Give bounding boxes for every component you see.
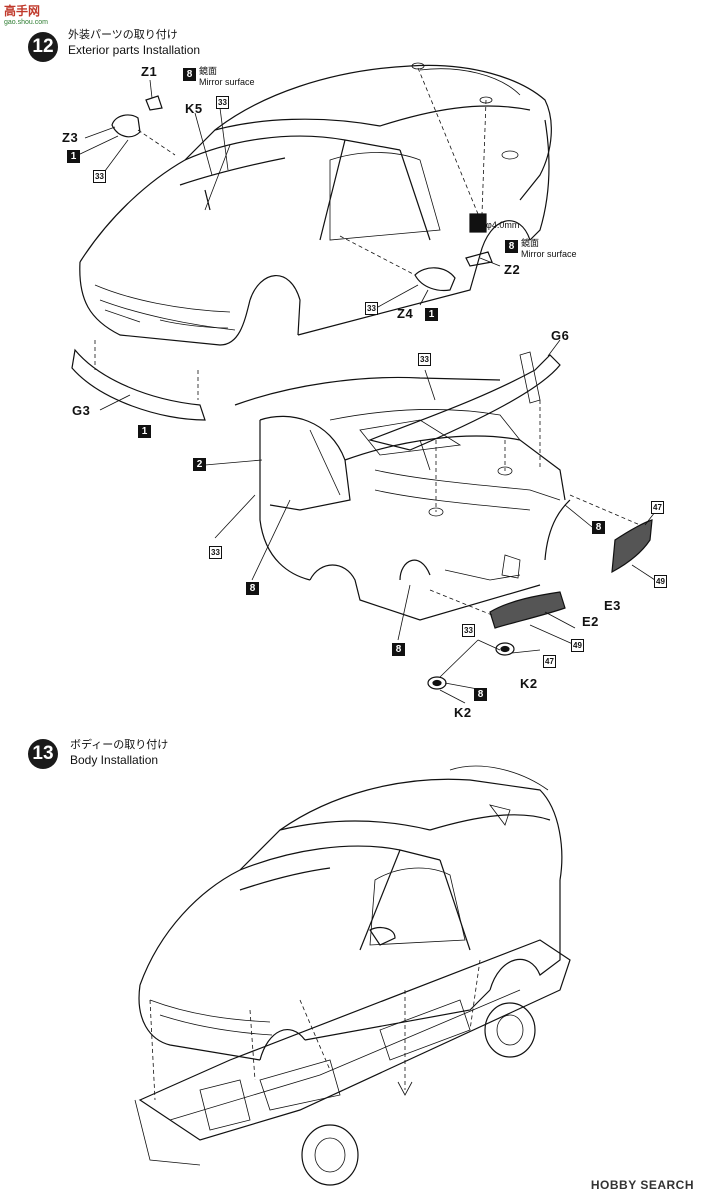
paint-code-33-rear: 33 bbox=[418, 353, 431, 366]
paint-code-1-z4: 1 bbox=[425, 308, 438, 321]
watermark-logo: 高手网 gao.shou.com bbox=[4, 2, 48, 26]
car-front-body-drawing bbox=[79, 62, 552, 346]
paint-code-1-z3: 1 bbox=[67, 150, 80, 163]
part-label-z1: Z1 bbox=[141, 64, 158, 79]
step-13-title-ja: ボディーの取り付け bbox=[70, 739, 169, 751]
paint-code-2-trim: 2 bbox=[193, 458, 206, 471]
mirror-note-2: 鏡面 Mirror surface bbox=[521, 238, 577, 260]
rear-valance-right-drawing bbox=[569, 494, 653, 574]
paint-code-47-e2: 47 bbox=[543, 655, 556, 668]
step-12-number: 12 bbox=[28, 32, 58, 62]
side-mirror-right-drawing bbox=[339, 235, 493, 292]
body-shell-drawing bbox=[138, 765, 563, 1061]
part-label-e3: E3 bbox=[604, 598, 621, 613]
part-label-g3: G3 bbox=[72, 403, 91, 418]
watermark-logo-text: 高手网 bbox=[4, 4, 41, 18]
step-13-number: 13 bbox=[28, 739, 58, 769]
paint-code-8-k2: 8 bbox=[474, 688, 487, 701]
paint-code-1-g3: 1 bbox=[138, 425, 151, 438]
paint-code-49-e2: 49 bbox=[571, 639, 584, 652]
side-mirror-left-drawing bbox=[111, 95, 176, 156]
paint-code-8-side: 8 bbox=[246, 582, 259, 595]
part-label-g6: G6 bbox=[551, 328, 570, 343]
rear-valance-left-drawing bbox=[429, 589, 566, 629]
paint-code-8-right: 8 bbox=[592, 521, 605, 534]
chassis-drawing bbox=[134, 939, 571, 1186]
rear-wing-drawing bbox=[368, 351, 561, 471]
paint-code-8-mirror-2: 8 bbox=[505, 240, 518, 253]
step-13-title: ボディーの取り付け Body Installation bbox=[70, 738, 168, 768]
mirror-note-1-en: Mirror surface bbox=[199, 77, 255, 87]
part-label-e2: E2 bbox=[582, 614, 599, 629]
watermark-logo-sub: gao.shou.com bbox=[4, 19, 48, 26]
part-label-k5: K5 bbox=[185, 101, 203, 116]
exhaust-tip-drawing bbox=[427, 642, 515, 690]
part-label-k2-b: K2 bbox=[454, 705, 472, 720]
part-label-z3: Z3 bbox=[62, 130, 79, 145]
paint-code-49-e3: 49 bbox=[654, 575, 667, 588]
paint-code-33-door: 33 bbox=[209, 546, 222, 559]
mirror-note-2-ja: 鏡面 bbox=[521, 238, 540, 248]
paint-code-33-k2: 33 bbox=[462, 624, 475, 637]
paint-code-8-left: 8 bbox=[392, 643, 405, 656]
step-12-title-en: Exterior parts Installation bbox=[68, 43, 201, 57]
mirror-note-1-ja: 鏡面 bbox=[199, 66, 218, 76]
footer-brand: HOBBY SEARCH bbox=[590, 1178, 694, 1192]
mirror-note-2-en: Mirror surface bbox=[521, 249, 577, 259]
mirror-note-1: 鏡面 Mirror surface bbox=[199, 66, 255, 88]
paint-code-8-mirror-1: 8 bbox=[183, 68, 196, 81]
paint-code-33-z4: 33 bbox=[365, 302, 378, 315]
front-spoiler-drawing bbox=[71, 340, 206, 421]
part-label-k2-a: K2 bbox=[520, 676, 538, 691]
step-12-title: 外装パーツの取り付け Exterior parts Installation bbox=[68, 28, 200, 58]
step-13-title-en: Body Installation bbox=[70, 753, 159, 767]
part-label-z2: Z2 bbox=[504, 262, 521, 277]
paint-code-47-e3: 47 bbox=[651, 501, 664, 514]
car-rear-body-drawing bbox=[234, 376, 571, 621]
step-12-title-ja: 外装パーツの取り付け bbox=[68, 29, 178, 41]
part-label-z4: Z4 bbox=[397, 306, 414, 321]
paint-code-33-z3: 33 bbox=[93, 170, 106, 183]
step-12-leader-lines bbox=[77, 79, 656, 704]
paint-code-33-k5: 33 bbox=[216, 96, 229, 109]
drill-note: φ4.0mm bbox=[486, 220, 520, 230]
